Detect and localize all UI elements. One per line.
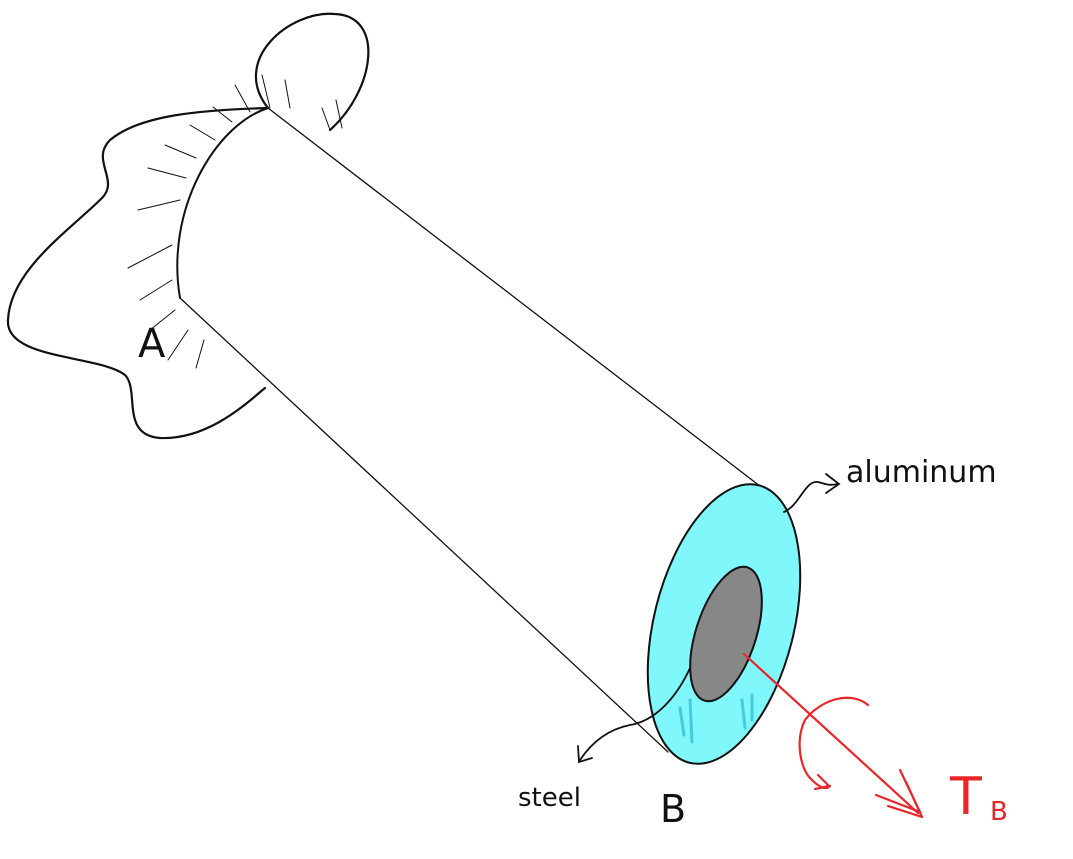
wall-hatching bbox=[127, 74, 343, 369]
aluminum-leader bbox=[783, 473, 841, 513]
end-face-b bbox=[646, 483, 802, 765]
label-b: B bbox=[660, 787, 686, 831]
shaft-root-edge bbox=[176, 107, 269, 299]
wall-outline bbox=[6, 12, 370, 440]
label-torque: T B bbox=[949, 767, 1008, 827]
wall-support bbox=[6, 12, 370, 440]
shaft-bottom-edge bbox=[179, 297, 669, 753]
shaft-top-edge bbox=[267, 107, 766, 491]
torque-symbol: T bbox=[949, 767, 982, 827]
shaft-body bbox=[179, 107, 766, 753]
label-aluminum: aluminum bbox=[846, 455, 997, 490]
torque-axis-line bbox=[742, 652, 920, 815]
torque-rotation-arc bbox=[798, 696, 870, 790]
torque-tb-arrow bbox=[742, 652, 924, 819]
label-steel: steel bbox=[518, 783, 581, 813]
torque-double-arrowhead bbox=[874, 768, 924, 819]
steel-leader bbox=[577, 667, 691, 764]
label-a: A bbox=[138, 321, 166, 367]
steel-core-section bbox=[689, 565, 763, 703]
torque-subscript: B bbox=[990, 797, 1008, 827]
aluminum-shading-marks bbox=[678, 693, 754, 744]
torque-rotation-arrowhead bbox=[813, 773, 831, 791]
